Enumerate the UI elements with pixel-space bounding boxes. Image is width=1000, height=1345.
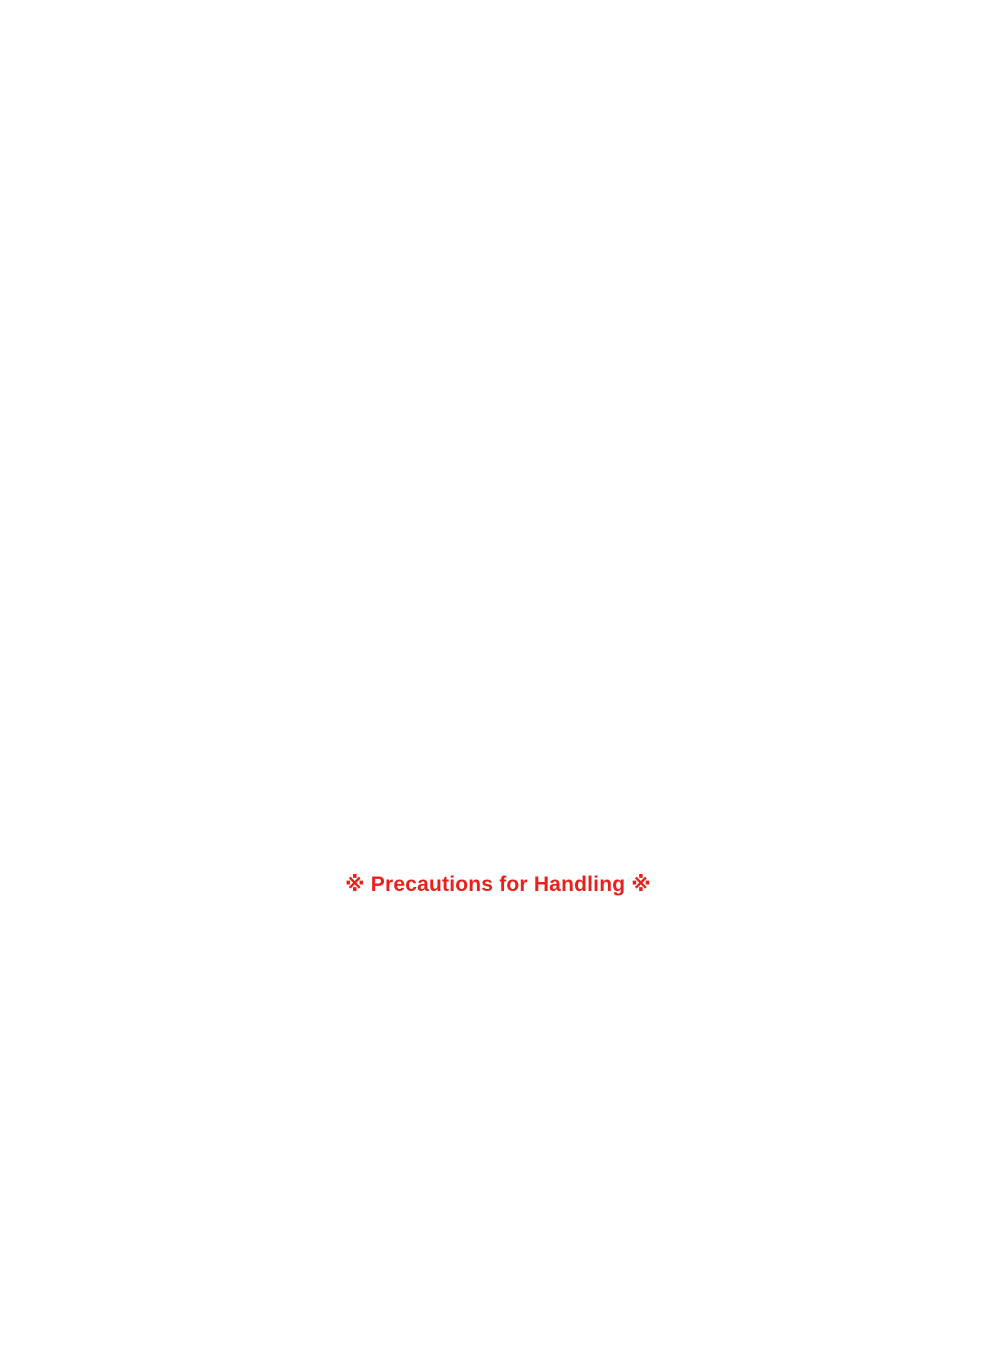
reference-mark-left: ※ <box>345 872 365 896</box>
reference-mark-right: ※ <box>631 872 651 896</box>
heading-title: Precautions for Handling <box>370 873 626 896</box>
section-heading: ※Precautions for Handling※ <box>0 869 996 900</box>
